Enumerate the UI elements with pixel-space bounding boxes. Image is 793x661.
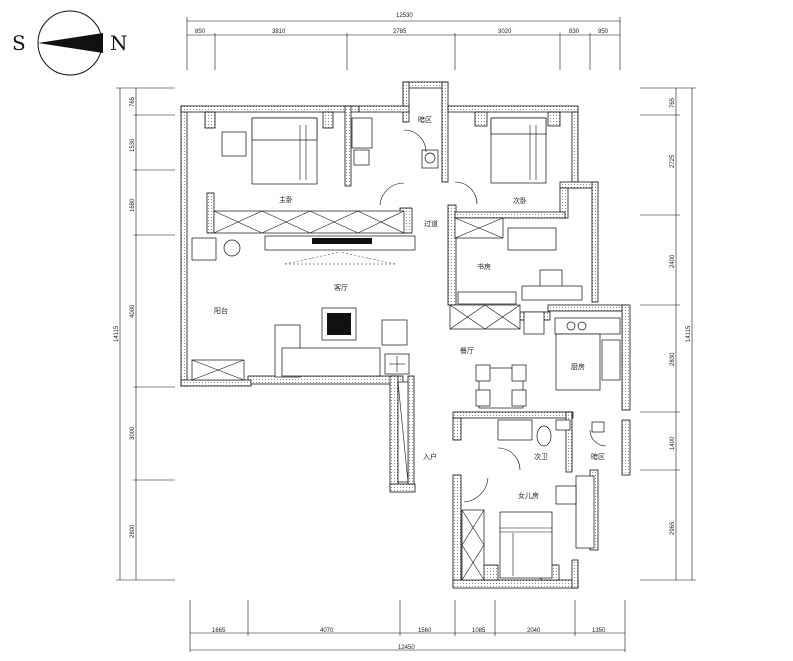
bottom-dim-1: 1665 bbox=[212, 628, 226, 634]
room-label-dining: 餐厅 bbox=[460, 346, 474, 355]
left-dim-5: 3000 bbox=[130, 426, 136, 440]
compass-north: N bbox=[110, 31, 128, 55]
left-dim-2: 1530 bbox=[130, 138, 136, 152]
right-dim-3: 2400 bbox=[670, 254, 676, 268]
room-label-second-bath: 次卫 bbox=[534, 452, 548, 461]
bath-vanity bbox=[497, 419, 533, 441]
top-dim-3: 2785 bbox=[393, 29, 407, 35]
door-swings bbox=[379, 129, 607, 503]
top-total-dimension: 12530 bbox=[396, 13, 413, 19]
room-labels: 主卧 次卧 暗区 过道 书房 客厅 阳台 餐厅 厨房 入户 次卫 暗区 女儿房 bbox=[214, 115, 605, 500]
room-label-storage-top: 暗区 bbox=[418, 115, 432, 124]
right-dim-1: 765 bbox=[670, 97, 676, 108]
right-dimensions: 765 2725 2400 2830 1400 2965 14115 bbox=[640, 87, 696, 581]
kitchen-counter bbox=[554, 317, 621, 335]
daughter-chair bbox=[555, 485, 577, 505]
bottom-dimensions: 1665 4070 1560 1085 2040 1350 12450 bbox=[189, 600, 626, 652]
room-label-daughter-room: 女儿房 bbox=[518, 491, 539, 500]
top-dim-4: 3020 bbox=[498, 29, 512, 35]
right-total-dimension: 14115 bbox=[686, 325, 692, 342]
daughter-bed bbox=[499, 511, 553, 579]
bottom-dim-6: 1350 bbox=[592, 628, 606, 634]
furniture bbox=[191, 117, 621, 581]
room-label-master-bedroom: 主卧 bbox=[279, 195, 293, 204]
right-dim-4: 2830 bbox=[670, 352, 676, 366]
room-label-storage-bottom: 暗区 bbox=[591, 452, 605, 461]
right-dim-5: 1400 bbox=[670, 436, 676, 450]
top-dim-6: 950 bbox=[598, 29, 609, 35]
bottom-dim-4: 1085 bbox=[472, 628, 486, 634]
room-label-second-bedroom: 次卧 bbox=[513, 196, 527, 205]
room-label-corridor: 过道 bbox=[424, 219, 438, 228]
left-dim-3: 1680 bbox=[130, 198, 136, 212]
washer bbox=[191, 237, 217, 261]
top-dim-2: 3810 bbox=[272, 29, 286, 35]
top-dim-5: 830 bbox=[569, 29, 580, 35]
room-label-entrance: 入户 bbox=[423, 452, 437, 461]
room-label-study: 书房 bbox=[477, 262, 491, 271]
study-sofa bbox=[507, 227, 557, 251]
compass: S N bbox=[12, 10, 128, 76]
top-dimensions: 12530 850 3810 2785 3020 830 950 bbox=[186, 13, 621, 70]
left-dim-1: 765 bbox=[130, 96, 136, 107]
daughter-wardrobe bbox=[461, 509, 485, 581]
left-dimensions: 765 1530 1680 4000 3000 2800 14115 bbox=[114, 87, 175, 581]
top-dim-1: 850 bbox=[195, 29, 206, 35]
master-chair bbox=[221, 131, 247, 157]
room-label-living-room: 客厅 bbox=[334, 283, 348, 292]
left-total-dimension: 14115 bbox=[114, 325, 120, 342]
vanity bbox=[351, 117, 373, 149]
bottom-total-dimension: 12450 bbox=[398, 645, 415, 651]
left-dim-6: 2800 bbox=[130, 524, 136, 538]
bottom-dim-3: 1560 bbox=[418, 628, 432, 634]
compass-needle bbox=[38, 33, 103, 53]
right-dim-6: 2965 bbox=[670, 521, 676, 535]
bottom-dim-2: 4070 bbox=[320, 628, 334, 634]
bottom-dim-5: 2040 bbox=[527, 628, 541, 634]
room-label-kitchen: 厨房 bbox=[571, 362, 585, 371]
room-label-balcony: 阳台 bbox=[214, 306, 228, 315]
compass-south: S bbox=[12, 31, 26, 55]
left-dim-4: 4000 bbox=[130, 304, 136, 318]
right-dim-2: 2725 bbox=[670, 154, 676, 168]
master-wardrobe bbox=[213, 210, 405, 234]
